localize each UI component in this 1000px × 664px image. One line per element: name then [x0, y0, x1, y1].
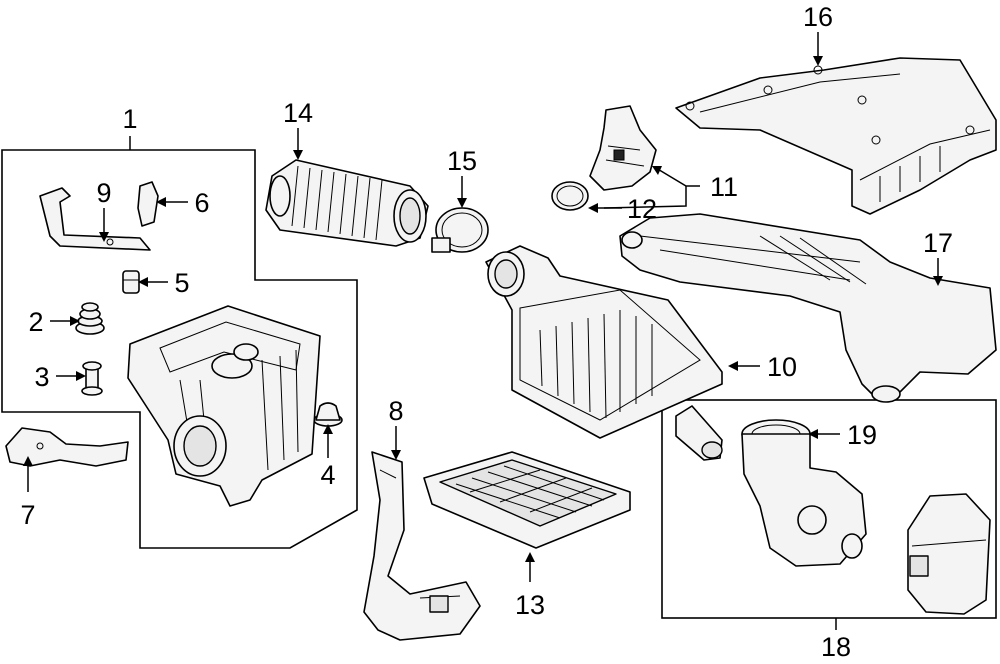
callout-4: 4: [320, 460, 335, 490]
callout-9: 9: [96, 178, 111, 208]
o-ring-12: [551, 181, 589, 211]
callout-11: 11: [710, 172, 738, 202]
engine-cover-16: [675, 57, 997, 215]
clip-6: [137, 181, 159, 227]
callout-7: 7: [20, 500, 35, 530]
bracket-7: [5, 427, 129, 467]
callout-16: 16: [803, 2, 833, 32]
callout-12: 12: [627, 194, 657, 224]
sensor-11: [589, 105, 657, 191]
grommet-2: [75, 302, 105, 335]
collar-3: [81, 361, 103, 396]
air-filter-13: [423, 451, 631, 549]
group-box-18: [661, 399, 997, 619]
callout-14: 14: [283, 98, 313, 128]
bracket-8: [363, 451, 481, 641]
grommet-5: [122, 270, 140, 294]
callout-3: 3: [34, 362, 49, 392]
callout-2: 2: [28, 307, 43, 337]
callout-18: 18: [821, 632, 851, 662]
callout-13: 13: [515, 590, 545, 620]
bracket-9: [39, 187, 151, 251]
air-cleaner-cover-10: [485, 245, 723, 439]
plug-19: [675, 405, 723, 461]
callout-6: 6: [194, 188, 209, 218]
resonator-box: [907, 493, 991, 615]
callout-15: 15: [447, 146, 477, 176]
callout-1: 1: [122, 104, 137, 134]
callout-10: 10: [767, 352, 797, 382]
resonator-18: [741, 419, 867, 567]
callout-19: 19: [847, 420, 877, 450]
leader-lines: [23, 32, 943, 582]
clamp-15: [431, 207, 489, 253]
callout-5: 5: [174, 268, 189, 298]
callout-17: 17: [923, 228, 953, 258]
air-cleaner-housing: [127, 305, 321, 507]
intake-duct-14: [265, 159, 429, 247]
group-box-1: [1, 149, 358, 549]
callout-8: 8: [388, 396, 403, 426]
callout-labels: 1 2 3 4 5 6 7 8 9 10 11 12 13 14 15 16 1…: [20, 2, 953, 662]
intake-duct-17: [619, 213, 997, 403]
grommet-4: [313, 402, 343, 427]
